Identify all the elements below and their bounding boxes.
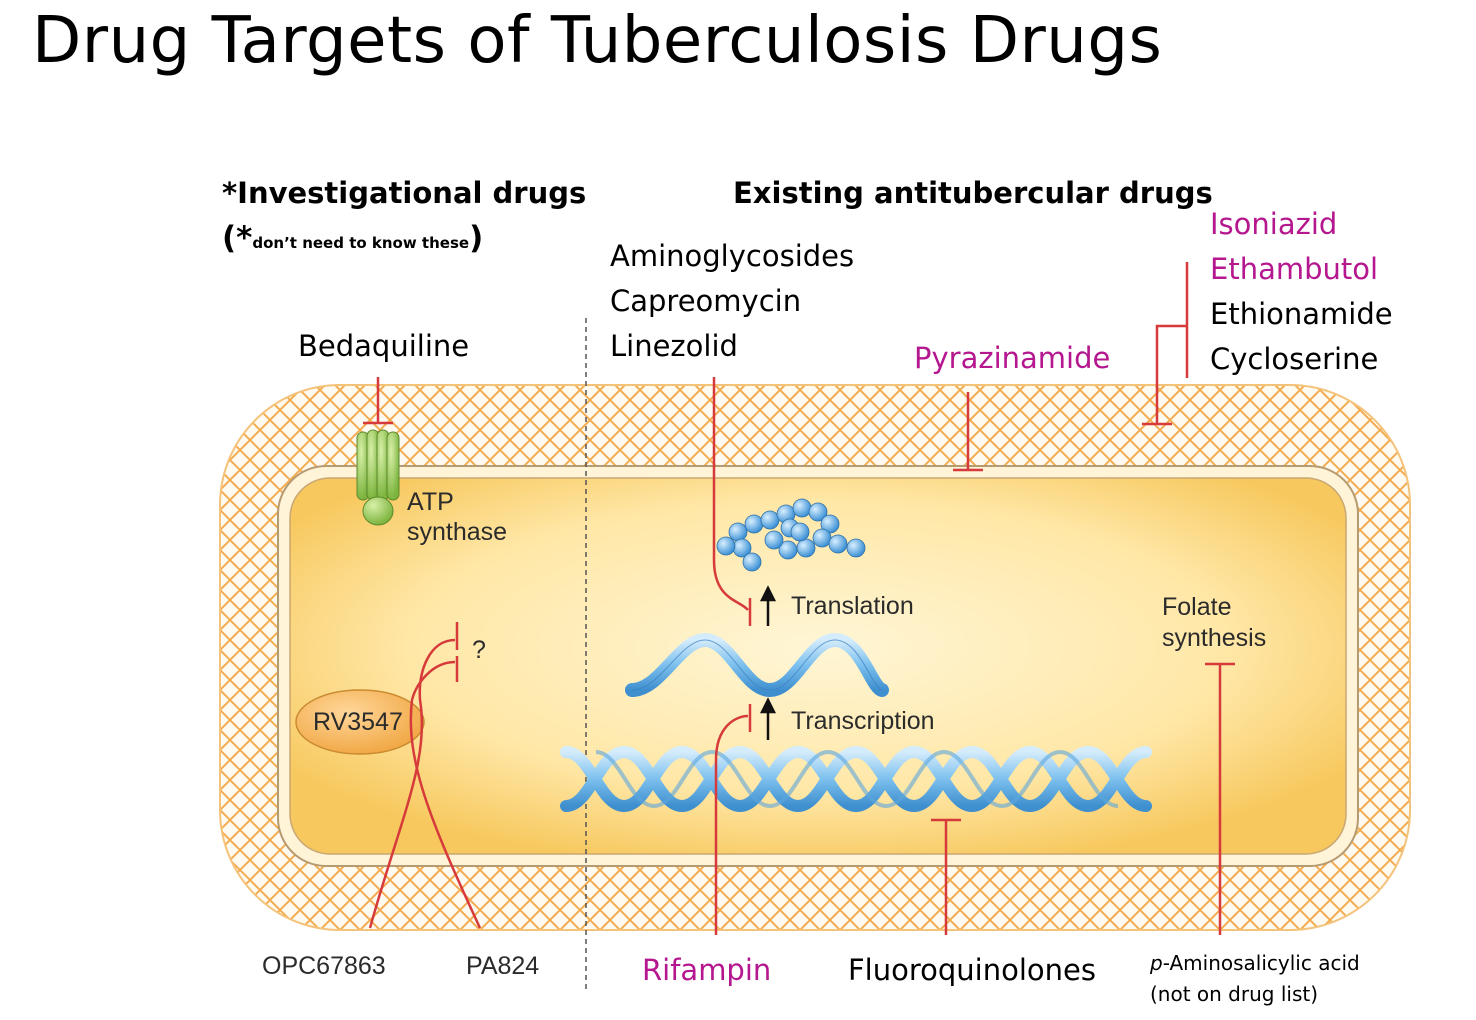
rv3547-label: RV3547	[313, 708, 403, 736]
note-close: )	[469, 220, 484, 256]
dna-double-helix	[560, 745, 1152, 813]
translation-label: Translation	[791, 592, 914, 620]
drug-cycloserine: Cycloserine	[1210, 342, 1379, 376]
drug-aminoglycosides: Aminoglycosides	[610, 239, 855, 273]
pas-label: p-Aminosalicylic acid (not on drug list)	[1150, 948, 1360, 1010]
cell-wall-drug-list: Isoniazid Ethambutol Ethionamide Cyclose…	[1210, 202, 1393, 382]
pas-italic: p	[1150, 951, 1163, 975]
pas-rest: -Aminosalicylic acid	[1162, 951, 1360, 975]
note-small: don’t need to know these	[252, 234, 470, 252]
folate-line1: Folate	[1162, 593, 1232, 621]
pas-note: (not on drug list)	[1150, 982, 1319, 1006]
ribosome-drug-list: Aminoglycosides Capreomycin Linezolid	[610, 234, 854, 369]
rifampin-label: Rifampin	[642, 953, 772, 987]
investigational-note: (*don’t need to know these)	[222, 220, 483, 256]
process-arrows	[759, 585, 777, 740]
pyrazinamide-label: Pyrazinamide	[914, 341, 1111, 375]
atp-synthase-icon	[356, 429, 400, 526]
drug-linezolid: Linezolid	[610, 329, 738, 363]
folate-line2: synthesis	[1162, 624, 1267, 652]
opc67863-label: OPC67863	[262, 952, 386, 980]
page-title: Drug Targets of Tuberculosis Drugs	[32, 4, 1163, 78]
drug-ethambutol: Ethambutol	[1210, 252, 1379, 286]
transcription-label: Transcription	[791, 707, 935, 735]
question-mark-label: ?	[472, 636, 486, 664]
drug-capreomycin: Capreomycin	[610, 284, 802, 318]
mrna-helix	[625, 632, 889, 698]
fluoroquinolones-label: Fluoroquinolones	[848, 953, 1096, 987]
existing-inhibition-lines	[712, 262, 1235, 935]
rv3547-enzyme	[295, 689, 425, 755]
atp-line1: ATP	[407, 488, 454, 516]
bedaquiline-inhibition-line	[363, 377, 393, 425]
pas-line1: p-Aminosalicylic acid	[1150, 948, 1360, 979]
investigational-curves	[368, 622, 482, 929]
bedaquiline-label: Bedaquiline	[298, 329, 470, 363]
note-open: (*	[222, 220, 253, 256]
cell-membrane	[277, 465, 1359, 867]
existing-heading: Existing antitubercular drugs	[733, 176, 1213, 210]
drug-isoniazid: Isoniazid	[1210, 207, 1338, 241]
atp-line2: synthase	[407, 518, 508, 546]
atp-synthase-label: ATP synthase	[407, 487, 507, 547]
ribosome-icon	[716, 498, 866, 572]
investigational-heading: *Investigational drugs	[222, 176, 587, 210]
folate-synthesis-label: Folate synthesis	[1162, 592, 1266, 654]
pa824-label: PA824	[466, 952, 540, 980]
drug-ethionamide: Ethionamide	[1210, 297, 1393, 331]
